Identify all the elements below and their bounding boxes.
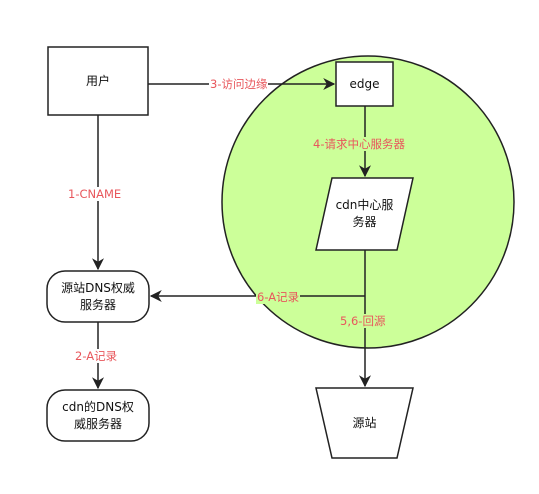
origin-dns-node-label: 源站DNS权威 服务器: [61, 280, 135, 312]
edge-label-back-to-origin: 5,6-回源: [339, 314, 387, 328]
cdn-dns-node-label: cdn的DNS权 威服务器: [62, 399, 134, 431]
user-node-label: 用户: [85, 73, 110, 88]
edge-label-cname: 1-CNAME: [67, 187, 123, 201]
edge-node: [335, 61, 394, 107]
origin-node-label: 源站: [352, 415, 377, 430]
edge-label-visit-edge: 3-访问边缘: [209, 77, 269, 91]
edge-node-label: edge: [349, 76, 380, 91]
edge-label-a-record-2: 2-A记录: [74, 349, 119, 363]
edge-label-request-center: 4-请求中心服务器: [312, 137, 406, 151]
cdn-dns-node: [46, 389, 150, 442]
origin-node: [315, 387, 414, 459]
cdn-center-node-label: cdn中心服 务器: [335, 198, 394, 229]
edge-label-a-record-6: 6-A记录: [256, 290, 301, 304]
cdn-center-node: [315, 177, 414, 251]
user-node: [47, 46, 149, 116]
